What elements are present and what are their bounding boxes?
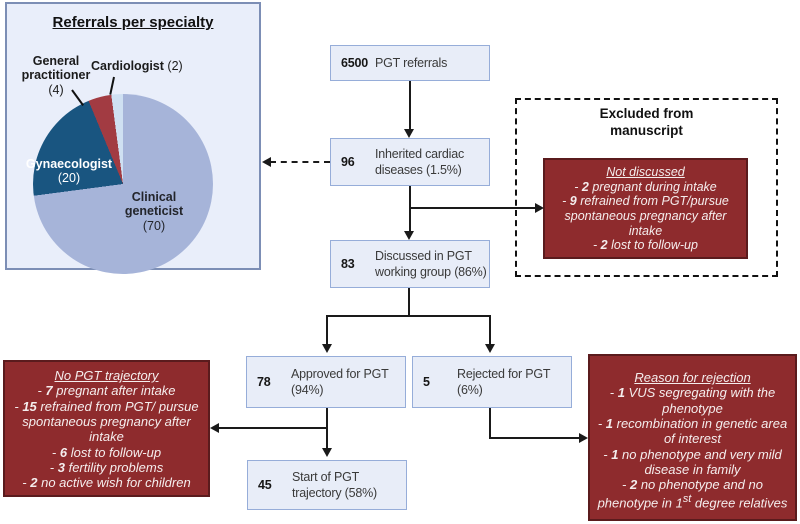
flow-box-pgt-referrals: 6500 PGT referrals bbox=[330, 45, 490, 81]
note-item: 15 refrained from PGT/ pursue spontaneou… bbox=[10, 399, 203, 445]
reason-for-rejection-note: Reason for rejection 1 VUS segregating w… bbox=[588, 354, 797, 521]
pie-panel-title: Referrals per specialty bbox=[52, 14, 214, 31]
note-item: 2 pregnant during intake bbox=[549, 180, 742, 195]
arrowhead-left-icon bbox=[210, 422, 219, 433]
connector-referrals-to-inherited bbox=[409, 81, 411, 131]
note-item: 3 fertility problems bbox=[10, 460, 203, 475]
no-pgt-trajectory-note: No PGT trajectory 7 pregnant after intak… bbox=[3, 360, 210, 497]
note-item: 2 no phenotype and no phenotype in 1st d… bbox=[595, 477, 790, 510]
connector-inherited-to-excluded bbox=[410, 207, 536, 209]
excluded-panel-title: Excluded from manuscript bbox=[599, 106, 694, 138]
arrowhead-down-icon bbox=[404, 129, 414, 138]
pie-label-cardiologist: Cardiologist (2) bbox=[91, 59, 183, 73]
note-item: 7 pregnant after intake bbox=[10, 383, 203, 398]
flow-box-start-trajectory: 45 Start of PGT trajectory (58%) bbox=[247, 460, 407, 510]
connector-split-to-approved bbox=[326, 315, 328, 346]
label-leader-line-cardiologist bbox=[109, 76, 115, 95]
connector-split-horizontal bbox=[326, 315, 491, 317]
pie-label-general-practitioner: General practitioner (4) bbox=[21, 54, 91, 97]
note-item: 1 VUS segregating with the phenotype bbox=[595, 385, 790, 416]
arrowhead-down-icon bbox=[484, 344, 495, 353]
arrowhead-down-icon bbox=[321, 344, 332, 353]
connector-rejected-to-reason bbox=[489, 437, 580, 439]
flow-box-inherited-cardiac: 96 Inherited cardiac diseases (1.5%) bbox=[330, 138, 490, 186]
reason-for-rejection-title: Reason for rejection bbox=[634, 370, 751, 385]
pie-chart bbox=[33, 94, 213, 274]
no-pgt-trajectory-title: No PGT trajectory bbox=[54, 368, 159, 383]
note-item: 6 lost to follow-up bbox=[10, 445, 203, 460]
not-discussed-note: Not discussed 2 pregnant during intake 9… bbox=[543, 158, 748, 259]
connector-inherited-to-pie-dashed bbox=[270, 161, 330, 163]
arrowhead-right-icon bbox=[535, 202, 544, 213]
flow-box-discussed-working-group: 83 Discussed in PGT working group (86%) bbox=[330, 240, 490, 288]
note-item: 2 no active wish for children bbox=[10, 475, 203, 490]
arrowhead-left-icon bbox=[262, 156, 271, 167]
not-discussed-title: Not discussed bbox=[606, 165, 685, 179]
pie-label-gynaecologist: Gynaecologist (20) bbox=[25, 157, 113, 186]
connector-split-to-rejected bbox=[489, 315, 491, 346]
referrals-per-specialty-panel: Referrals per specialty General practiti… bbox=[5, 2, 261, 274]
flow-box-rejected: 5 Rejected for PGT (6%) bbox=[412, 356, 572, 408]
pie-label-clinical-geneticist: Clinical geneticist (70) bbox=[124, 190, 184, 233]
connector-approved-to-no-trajectory bbox=[218, 427, 328, 429]
connector-rejected-stem bbox=[489, 408, 491, 439]
arrowhead-down-icon bbox=[404, 231, 414, 240]
note-item: 2 lost to follow-up bbox=[549, 238, 742, 253]
connector-inherited-to-discussed bbox=[409, 186, 411, 232]
note-item: 1 recombination in genetic area of inter… bbox=[595, 416, 790, 447]
arrowhead-right-icon bbox=[579, 432, 588, 443]
note-item: 1 no phenotype and very mild disease in … bbox=[595, 447, 790, 478]
note-item: 9 refrained from PGT/pursue spontaneous … bbox=[549, 194, 742, 238]
arrowhead-down-icon bbox=[321, 448, 332, 457]
flow-box-approved: 78 Approved for PGT (94%) bbox=[246, 356, 406, 408]
connector-discussed-stem bbox=[408, 288, 410, 317]
